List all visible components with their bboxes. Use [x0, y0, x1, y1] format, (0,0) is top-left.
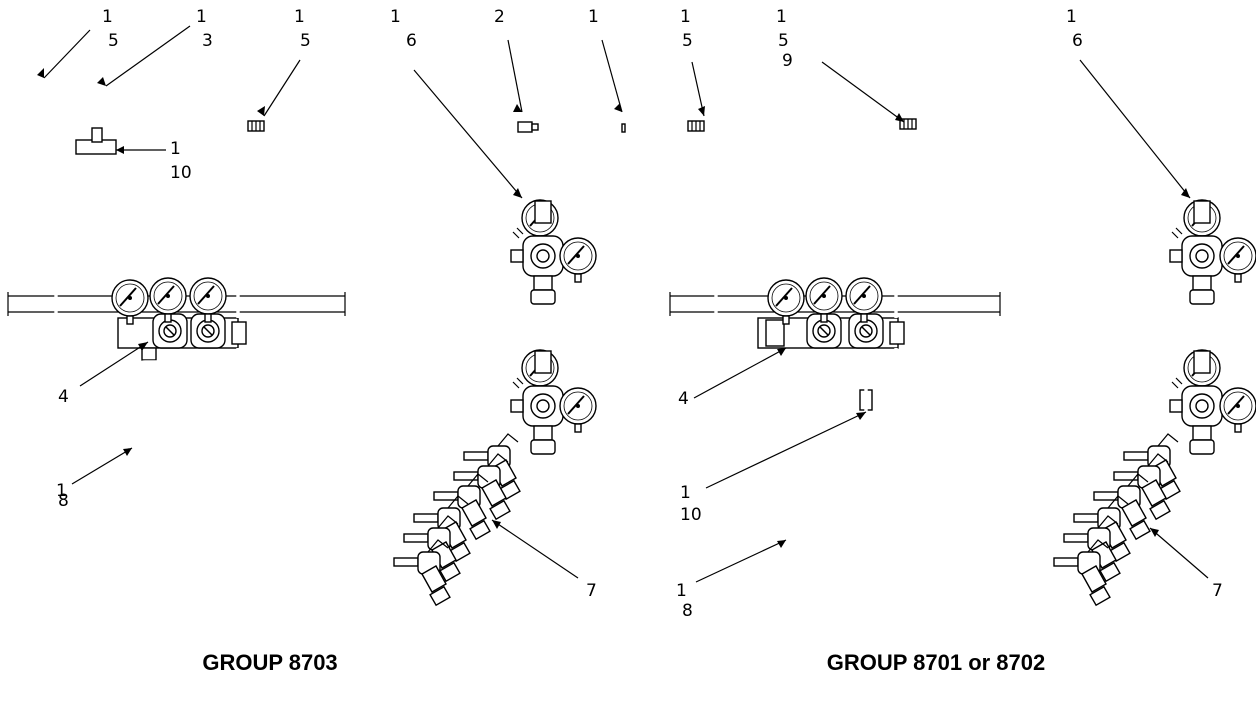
callout-1-6-line2: 6	[406, 31, 417, 51]
callout-r-1-8-line2: 8	[682, 601, 693, 621]
callout-r-4: 4	[678, 389, 689, 409]
callout-1-8-line2: 8	[58, 491, 69, 511]
callout-r-1-5-line2: 5	[682, 31, 693, 51]
callout-r-1-8-line1: 1	[676, 581, 687, 601]
leader-lines	[691, 59, 1209, 583]
callout-7: 7	[586, 581, 597, 601]
callout-1-5-a-line2: 5	[108, 31, 119, 51]
callout-r-1-10-line2: 10	[680, 505, 702, 525]
loose-fitting-2	[517, 121, 539, 133]
callout-r-7: 7	[1212, 581, 1223, 601]
callout-1-8-line1: 1	[56, 481, 67, 501]
callout-1-10-line1: 1	[170, 139, 181, 159]
callout-r-1-10-line1: 1	[680, 483, 691, 503]
callout-1-10-line2: 10	[170, 163, 192, 183]
callout-labels: 1 5 1 3 1 10 1 5 1 6 2 1 4 1 8 7 1 5 1 5…	[56, 7, 1223, 621]
leader-lines	[43, 25, 623, 579]
callout-r-1-5-line1: 1	[680, 7, 691, 27]
callout-r-1-5-9-line1: 1	[776, 7, 787, 27]
group-title-left: GROUP 8703	[202, 650, 337, 675]
callout-1-3-line2: 3	[202, 31, 213, 51]
callout-1-5-b-line2: 5	[300, 31, 311, 51]
callout-r-1-6-line1: 1	[1066, 7, 1077, 27]
callout-1-6-line1: 1	[390, 7, 401, 27]
trunk-lines	[802, 360, 1130, 564]
left-group	[7, 25, 626, 606]
trunk-lines	[136, 360, 470, 564]
right-group	[622, 59, 1256, 606]
callout-1-5-a-line1: 1	[102, 7, 113, 27]
callout-1-5-b-line1: 1	[294, 7, 305, 27]
callout-1: 1	[588, 7, 599, 27]
callout-4: 4	[58, 387, 69, 407]
callout-r-1-5-9-line2: 5	[778, 31, 789, 51]
callout-1-3-line1: 1	[196, 7, 207, 27]
callout-r-1-6-line2: 6	[1072, 31, 1083, 51]
callout-r-1-5-9-line3: 9	[782, 51, 793, 71]
tee-assembly	[36, 28, 117, 155]
group-title-right: GROUP 8701 or 8702	[827, 650, 1046, 675]
loose-washer-1	[621, 123, 626, 133]
callout-2: 2	[494, 7, 505, 27]
